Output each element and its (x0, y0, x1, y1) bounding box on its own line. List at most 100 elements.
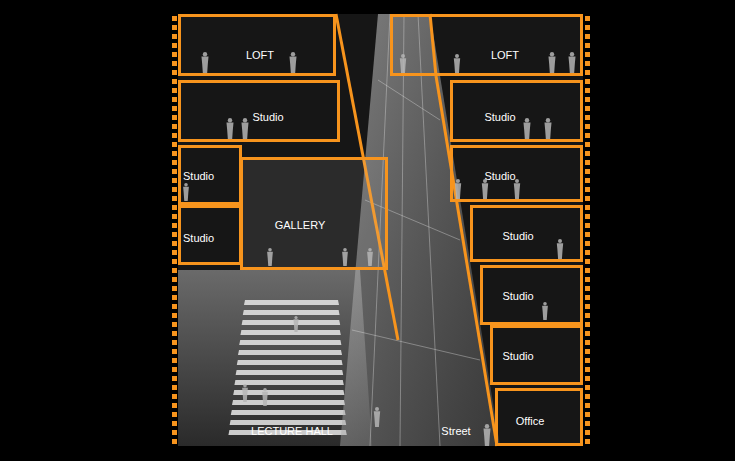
wall-dash (585, 259, 590, 264)
figure-head (184, 183, 188, 187)
human-figure (454, 54, 460, 74)
figure-head (291, 52, 295, 56)
figure-head (263, 388, 267, 392)
human-figure (542, 302, 548, 320)
human-figure (241, 118, 248, 140)
wall-dash (172, 232, 177, 237)
wall-dash (585, 124, 590, 129)
human-figure (374, 407, 380, 427)
figure-body (544, 123, 551, 140)
figure-head (550, 52, 554, 56)
wall-dash (585, 322, 590, 327)
wall-dash (585, 250, 590, 255)
room-box: LOFT (390, 14, 583, 76)
room-box: Office (495, 388, 583, 446)
figure-body (568, 57, 575, 74)
wall-dash (585, 160, 590, 165)
wall-dash (172, 430, 177, 435)
figure-body (523, 123, 530, 140)
room-label: Studio (484, 111, 515, 124)
figure-body (482, 183, 488, 199)
wall-dash (172, 304, 177, 309)
wall-dash (585, 385, 590, 390)
wall-dash (585, 52, 590, 57)
wall-dash (172, 394, 177, 399)
wall-dash (172, 52, 177, 57)
figure-body (514, 183, 520, 199)
human-figure (514, 179, 520, 199)
figure-head (455, 54, 459, 58)
wall-dash (585, 70, 590, 75)
wall-dash (585, 304, 590, 309)
wall-dash (585, 439, 590, 444)
stair-step (244, 300, 339, 305)
figure-body (374, 411, 380, 427)
wall-dash (585, 412, 590, 417)
wall-dash (585, 286, 590, 291)
room-box: Studio (178, 205, 242, 265)
human-figure (400, 54, 406, 74)
stair-step (237, 360, 343, 365)
wall-dash (585, 349, 590, 354)
wall-dash (585, 61, 590, 66)
figure-head (401, 54, 405, 58)
wall-dash (172, 124, 177, 129)
wall-dash (172, 250, 177, 255)
figure-head (228, 118, 232, 122)
wall-dash (172, 142, 177, 147)
stair-step (243, 310, 340, 315)
room-label: Studio (183, 170, 214, 183)
wall-dash (172, 403, 177, 408)
wall-dash (585, 133, 590, 138)
wall-dash (585, 169, 590, 174)
wall-dash (172, 268, 177, 273)
figure-body (226, 123, 233, 140)
diagonal-wall (430, 14, 436, 76)
figure-body (241, 123, 248, 140)
wall-dash (585, 142, 590, 147)
figure-head (375, 407, 379, 411)
wall-dash (585, 421, 590, 426)
wall-dash (585, 34, 590, 39)
wall-dash (585, 205, 590, 210)
building-mass (178, 14, 583, 446)
figure-body (289, 57, 296, 74)
room-box: Studio (178, 145, 242, 205)
figure-body (483, 429, 490, 446)
wall-dash (585, 214, 590, 219)
human-figure (544, 118, 551, 140)
wall-dash (585, 88, 590, 93)
figure-body (454, 58, 460, 74)
wall-dash (172, 187, 177, 192)
wall-dash (172, 43, 177, 48)
figure-head (525, 118, 529, 122)
human-figure (523, 118, 530, 140)
wall-dash (585, 241, 590, 246)
stair-step (239, 340, 341, 345)
wall-dash (585, 367, 590, 372)
stair-step (233, 390, 344, 395)
human-figure (455, 179, 461, 199)
wall-dash (585, 232, 590, 237)
wall-dash (172, 16, 177, 21)
wall-dash (585, 340, 590, 345)
stair-step (232, 400, 345, 405)
wall-dash (172, 340, 177, 345)
human-figure (557, 239, 563, 259)
stair-step (240, 330, 340, 335)
figure-head (294, 316, 297, 319)
wall-dash (172, 349, 177, 354)
room-box: LOFT (178, 14, 336, 76)
room-box: Studio (470, 205, 583, 262)
figure-body (201, 57, 208, 74)
wall-dash (585, 79, 590, 84)
wall-dash (585, 295, 590, 300)
wall-dash (585, 187, 590, 192)
wall-dash (172, 97, 177, 102)
room-label: GALLERY (275, 219, 326, 232)
dashed-outer-walls (172, 16, 590, 444)
wall-dash (172, 358, 177, 363)
wall-dash (585, 403, 590, 408)
wall-dash (172, 277, 177, 282)
figure-head (203, 52, 207, 56)
